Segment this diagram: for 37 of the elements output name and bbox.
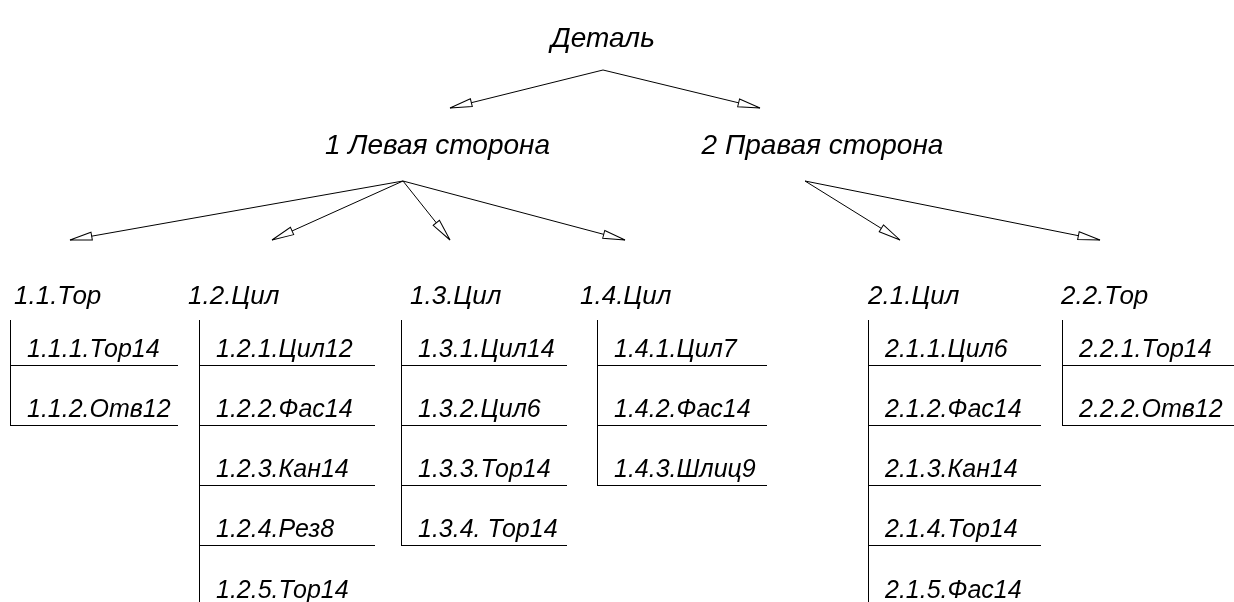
table-row: 1.1.1.Тор14: [10, 320, 178, 366]
table-row: 2.1.5.Фас14: [868, 546, 1041, 602]
table-row: 1.2.4.Рез8: [199, 486, 375, 546]
arrow: [449, 69, 604, 109]
node-label: 1.2.Цил: [184, 240, 334, 312]
arrow: [69, 180, 404, 241]
table-row: 1.3.2.Цил6: [401, 366, 567, 426]
table-row: 2.2.1.Тор14: [1062, 320, 1234, 366]
node-label: 1.3.Цил: [406, 240, 556, 312]
table-row: 2.1.3.Кан14: [868, 426, 1041, 486]
table-row: 1.3.3.Тор14: [401, 426, 567, 486]
table-row: 1.1.2.Отв12: [10, 366, 178, 426]
arrow: [804, 180, 901, 241]
node-label: Деталь: [520, 5, 686, 70]
table-row: 2.1.1.Цил6: [868, 320, 1041, 366]
table-row: 1.2.2.Фас14: [199, 366, 375, 426]
node-label: 1.4.Цил: [576, 240, 726, 312]
table-row: 1.2.3.Кан14: [199, 426, 375, 486]
node-label: 1.1.Тор: [10, 240, 160, 312]
arrow: [402, 180, 626, 241]
table-row: 2.1.4.Тор14: [868, 486, 1041, 546]
node-label: 1 Левая сторона: [300, 108, 575, 181]
table-row: 2.2.2.Отв12: [1062, 366, 1234, 426]
arrow: [602, 69, 761, 109]
table-row: 1.4.1.Цил7: [597, 320, 767, 366]
arrow: [804, 180, 1101, 241]
table-row: 1.3.1.Цил14: [401, 320, 567, 366]
table-row: 1.4.2.Фас14: [597, 366, 767, 426]
node-label: 2 Правая сторона: [680, 108, 965, 181]
table-row: 1.4.3.Шлиц9: [597, 426, 767, 486]
node-label: 2.1.Цил: [864, 240, 1014, 312]
node-label: 2.2.Тор: [1057, 240, 1207, 312]
table-row: 1.3.4. Тор14: [401, 486, 567, 546]
arrow: [402, 180, 451, 241]
table-row: 2.1.2.Фас14: [868, 366, 1041, 426]
table-row: 1.2.1.Цил12: [199, 320, 375, 366]
arrow: [271, 180, 404, 241]
